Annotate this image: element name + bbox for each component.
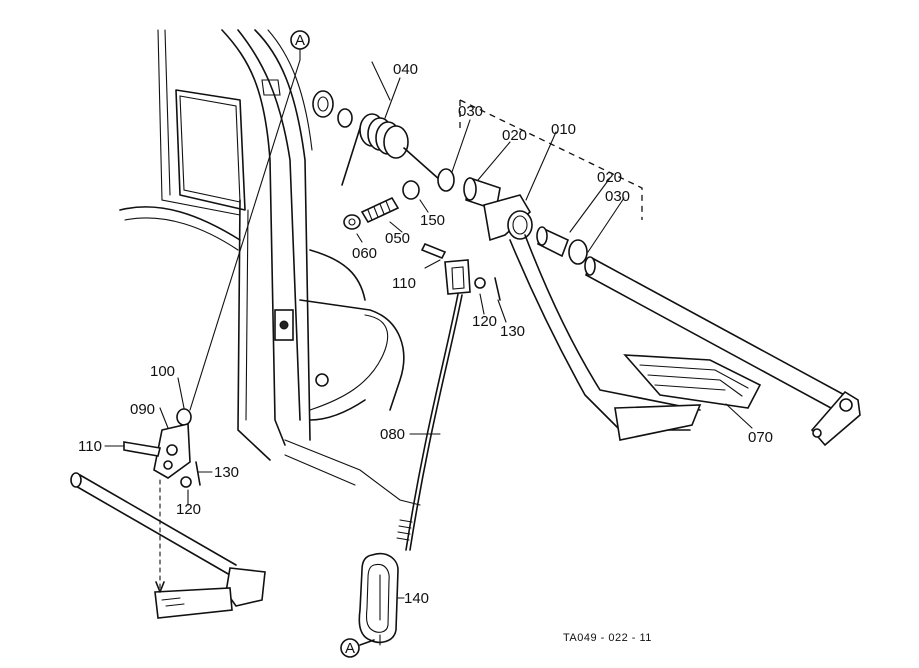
label-030-top: 030	[458, 103, 483, 120]
leader-lines	[104, 47, 753, 646]
label-130-lower: 130	[214, 464, 239, 481]
label-030-right: 030	[605, 188, 630, 205]
reference-marker-bottom: A	[340, 638, 375, 658]
bushings-020-030	[402, 168, 861, 447]
label-120-upper: 120	[472, 313, 497, 330]
lower-linkage	[70, 408, 266, 619]
label-060: 060	[352, 245, 377, 262]
drawing-code: TA049 - 022 - 11	[563, 632, 652, 644]
cab-frame	[119, 29, 421, 506]
label-130-upper: 130	[500, 323, 525, 340]
label-110-lower: 110	[78, 438, 102, 455]
label-020-top: 020	[502, 127, 527, 144]
label-150: 150	[420, 212, 445, 229]
label-090: 090	[130, 401, 155, 418]
return-spring-040	[312, 90, 441, 186]
label-120-lower: 120	[176, 501, 201, 518]
clutch-rod-080	[396, 293, 463, 551]
label-110-upper: 110	[392, 275, 416, 292]
label-100: 100	[150, 363, 175, 380]
reference-marker-top: A	[290, 30, 310, 50]
label-010: 010	[551, 121, 576, 138]
label-040: 040	[393, 61, 418, 78]
clutch-pedal-010	[483, 194, 762, 441]
rubber-boot-140	[358, 552, 399, 644]
label-140: 140	[404, 590, 429, 607]
label-080: 080	[380, 426, 405, 443]
label-050: 050	[385, 230, 410, 247]
rod-clevis-upper	[420, 242, 501, 301]
marker-label-bottom: A	[345, 640, 355, 657]
label-020-right: 020	[597, 169, 622, 186]
adjust-bolt-050	[343, 196, 400, 230]
marker-label-top: A	[295, 32, 305, 49]
label-070: 070	[748, 429, 773, 446]
